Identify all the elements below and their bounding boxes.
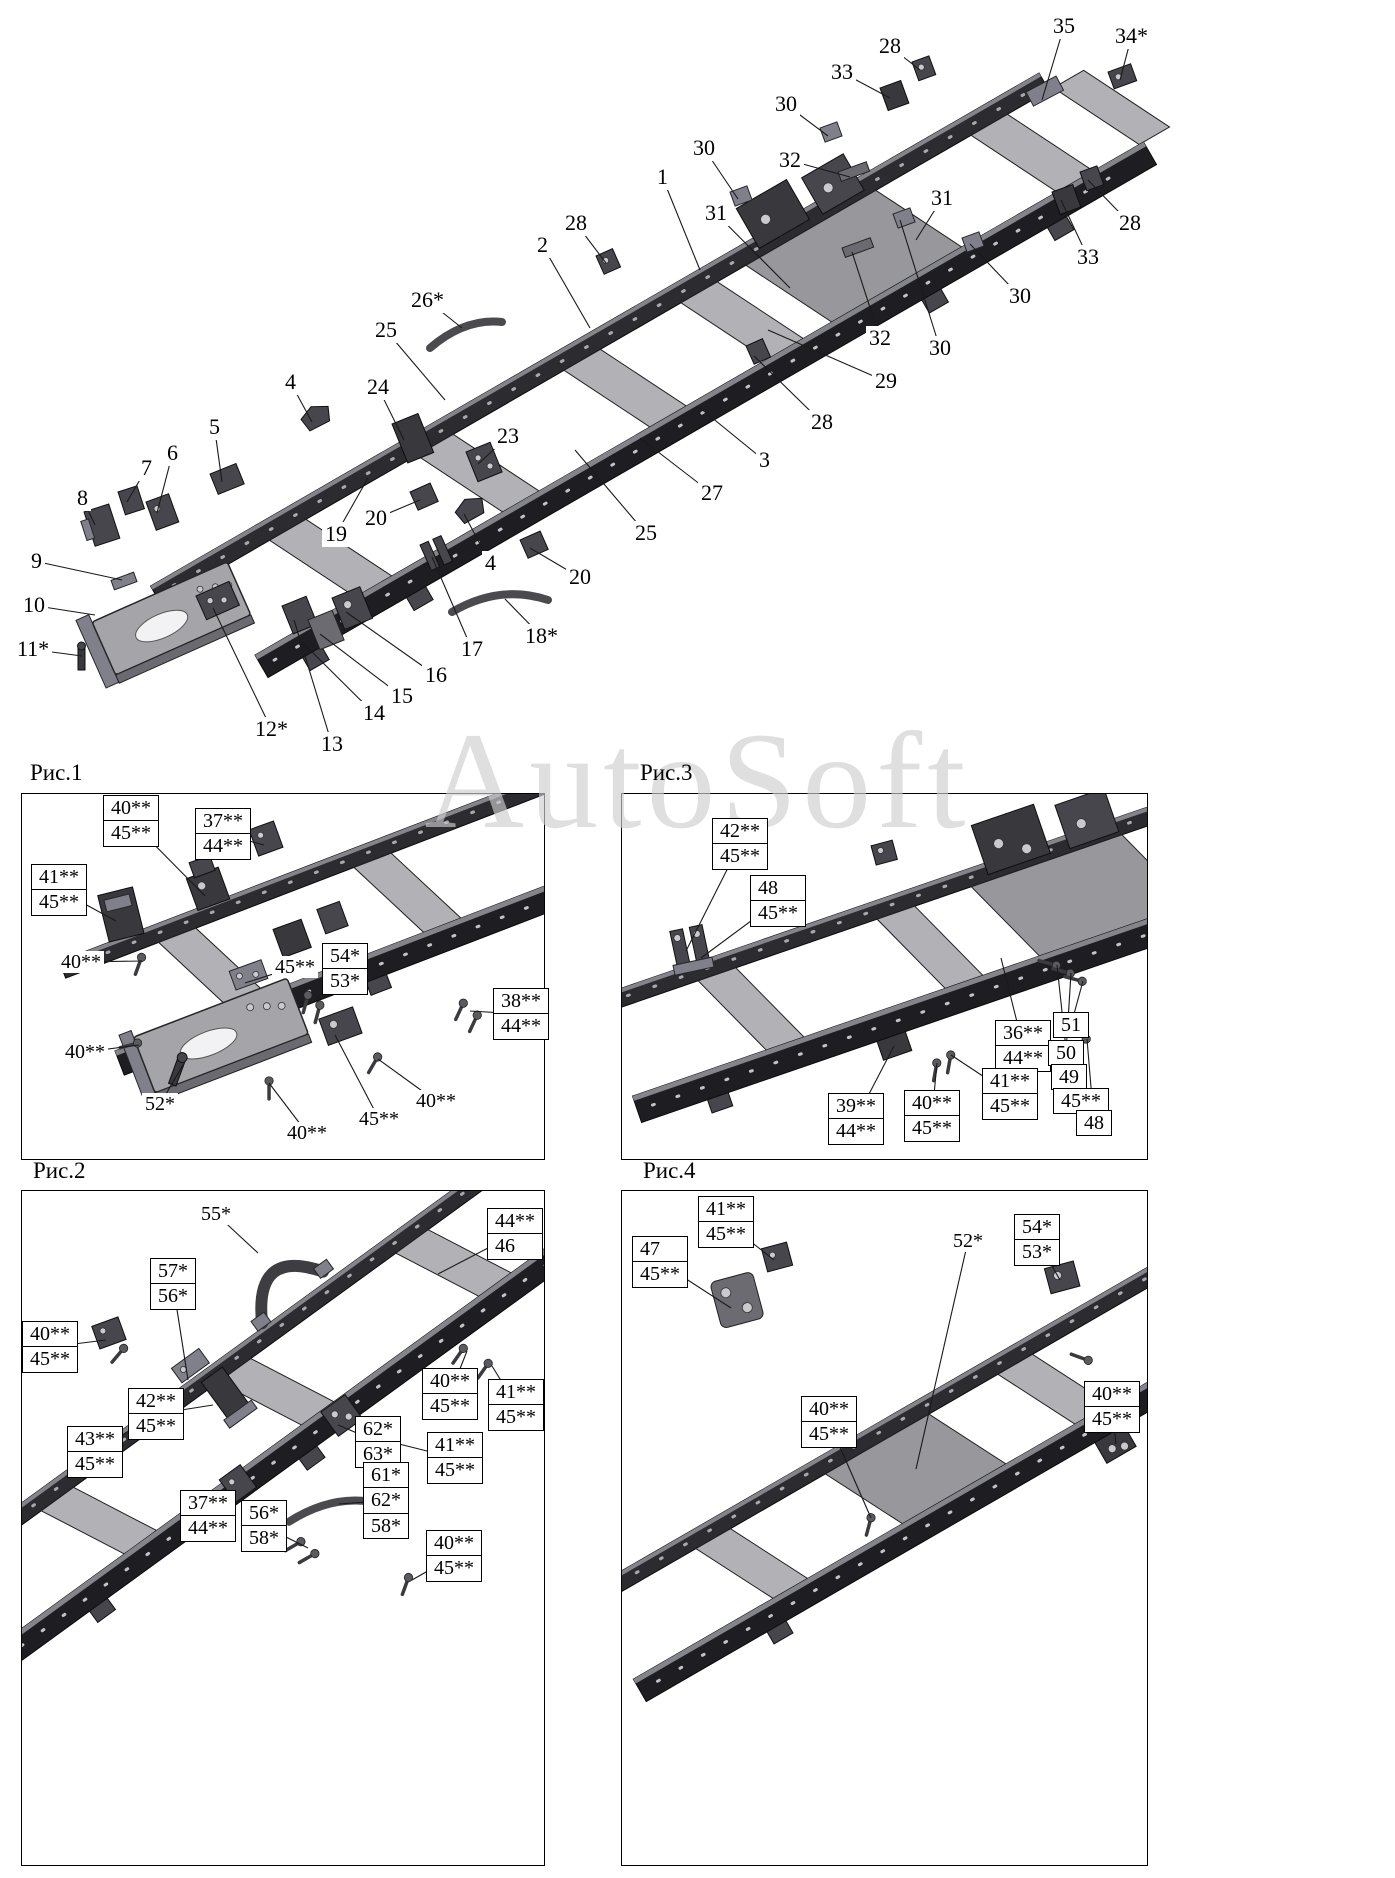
bolt — [927, 1056, 944, 1084]
bracket-part-8 — [80, 503, 121, 547]
plate-part-9 — [110, 571, 138, 591]
bracket-part-34 — [1107, 63, 1138, 90]
support-bracket-part — [710, 1272, 764, 1328]
mount-bracket — [272, 918, 312, 959]
bolt — [396, 1570, 416, 1598]
mount-bracket — [318, 1006, 363, 1046]
bracket-part-6 — [145, 493, 180, 531]
stay-rod-part — [284, 1496, 393, 1526]
figure-3-caption: Рис.3 — [640, 760, 693, 785]
bracket-part-20a — [409, 482, 439, 511]
figure-4-illustration — [622, 1241, 1147, 1703]
mount-bracket — [316, 900, 349, 935]
main-chassis-illustration — [75, 55, 1171, 689]
cab-mount-bracket — [185, 854, 231, 912]
pin-part-11 — [77, 641, 86, 671]
chassis-frame-section — [22, 1191, 544, 1729]
tall-bracket-part — [200, 1366, 258, 1429]
figure-2-illustration — [22, 1191, 544, 1729]
bracket-part-4a — [300, 405, 331, 432]
stay-rod-part-18 — [448, 590, 552, 616]
bracket-part — [760, 1241, 794, 1273]
figure-3-panel — [621, 793, 1148, 1160]
stay-rod-part-26 — [426, 317, 506, 352]
bracket-part — [218, 1463, 258, 1504]
bracket-part — [870, 839, 898, 866]
figure-2-panel — [21, 1190, 545, 1866]
bracket-part-28a — [595, 248, 622, 275]
bracket-part-28c — [911, 55, 937, 82]
bracket-part-7 — [117, 485, 146, 516]
bracket-part-33a — [879, 79, 910, 112]
bracket-part-5 — [209, 462, 245, 496]
bolt — [107, 1340, 132, 1367]
chassis-frame-rear — [622, 1253, 1147, 1703]
bracket-part — [1043, 1260, 1081, 1295]
figure-1-caption: Рис.1 — [30, 760, 83, 785]
bolt — [363, 1049, 386, 1077]
figure-1-illustration — [58, 794, 544, 1103]
bumper-bracket-part — [195, 580, 241, 621]
plate-part-30a — [819, 121, 843, 143]
bolt — [1024, 1023, 1051, 1049]
bolt — [464, 1007, 485, 1035]
bolt — [263, 1074, 275, 1101]
figure-4-caption: Рис.4 — [643, 1158, 696, 1183]
bolt — [368, 1430, 391, 1458]
bolt — [281, 1534, 309, 1556]
box-bracket-part — [97, 886, 145, 943]
figure-2-caption: Рис.2 — [33, 1158, 86, 1183]
shackle-assembly — [669, 924, 715, 976]
figure-3-illustration — [622, 794, 1147, 1124]
front-crossmember-part — [75, 562, 256, 689]
bolt — [860, 1510, 878, 1538]
bolt — [941, 1048, 958, 1076]
bolt — [450, 995, 471, 1023]
bolt — [129, 950, 149, 978]
figure-1-panel — [21, 793, 545, 1160]
bracket-part — [248, 820, 284, 857]
bolt — [1068, 1348, 1096, 1368]
bolt — [295, 1546, 323, 1568]
bracket-part-20b — [519, 530, 549, 559]
figure-4-panel — [621, 1190, 1148, 1866]
bolt — [472, 1355, 496, 1383]
bolt — [1068, 1031, 1094, 1057]
bracket-part-4b — [454, 497, 485, 525]
bracket-part — [91, 1316, 127, 1350]
